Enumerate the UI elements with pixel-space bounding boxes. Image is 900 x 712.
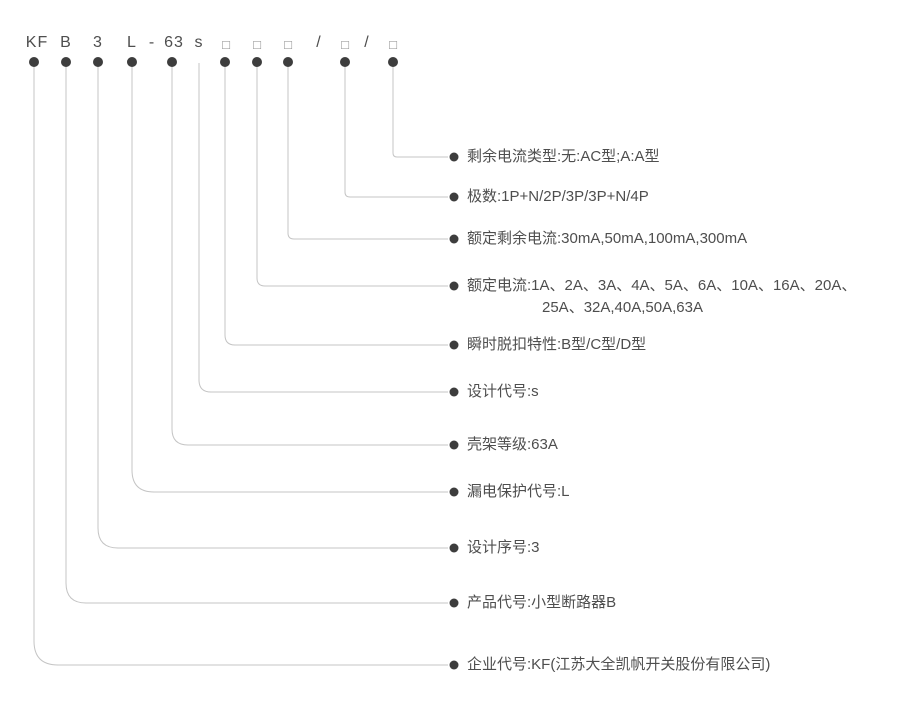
label-enterprise-code: 企业代号:KF(江苏大全凯帆开关股份有限公司) — [467, 656, 771, 673]
segment-box-poles: □ — [341, 37, 349, 52]
connector-trip-characteristic — [224, 62, 448, 346]
label-bullet-design-serial — [449, 543, 459, 553]
label-product-code: 产品代号:小型断路器B — [467, 594, 617, 611]
segment-box-rated-current: □ — [253, 37, 261, 52]
segment-dot-box-residual-type — [388, 57, 398, 67]
label-rated-current-line2: 25A、32A,40A,50A,63A — [542, 299, 703, 316]
segment-box-rated-residual: □ — [284, 37, 292, 52]
label-poles: 极数:1P+N/2P/3P/3P+N/4P — [467, 188, 649, 205]
segment-design-serial: 3 — [93, 34, 103, 51]
segment-dot-3 — [93, 57, 103, 67]
connector-residual-current-type — [392, 62, 448, 158]
label-rated-current: 额定电流:1A、2A、3A、4A、5A、6A、10A、16A、20A、 25A、… — [467, 275, 856, 319]
segment-slash-1: / — [316, 34, 322, 51]
segment-dot-box-rated-residual — [283, 57, 293, 67]
label-design-serial: 设计序号:3 — [467, 539, 540, 556]
segment-dot-box-rated-current — [252, 57, 262, 67]
segment-dot-box-poles — [340, 57, 350, 67]
segment-design-code: s — [194, 34, 204, 51]
connector-poles — [344, 62, 448, 198]
label-bullet-design-code — [449, 387, 459, 397]
segment-leakage-protection-code: L — [127, 34, 137, 51]
label-bullet-rated-residual-current — [449, 234, 459, 244]
label-residual-current-type: 剩余电流类型:无:AC型;A:A型 — [467, 148, 660, 165]
segment-slash-2: / — [364, 34, 370, 51]
segment-dot-63 — [167, 57, 177, 67]
segment-frame-rating: 63 — [164, 34, 184, 51]
label-bullet-product-code — [449, 598, 459, 608]
segment-enterprise-code: KF — [25, 34, 49, 51]
connector-design-code — [198, 63, 448, 393]
label-bullet-enterprise-code — [449, 660, 459, 670]
label-bullet-residual-current-type — [449, 152, 459, 162]
connector-product-code — [65, 62, 448, 604]
connector-enterprise-code — [33, 62, 448, 666]
connector-rated-residual-current — [287, 62, 448, 240]
segment-box-residual-type: □ — [389, 37, 397, 52]
segment-dot-b — [61, 57, 71, 67]
segment-dot-box-trip — [220, 57, 230, 67]
segment-product-code: B — [60, 34, 72, 51]
segment-dot-kf — [29, 57, 39, 67]
label-bullet-frame-rating — [449, 440, 459, 450]
label-rated-residual-current: 额定剩余电流:30mA,50mA,100mA,300mA — [467, 230, 748, 247]
label-frame-rating: 壳架等级:63A — [467, 436, 558, 453]
connector-frame-rating — [171, 62, 448, 446]
label-bullet-rated-current — [449, 281, 459, 291]
label-bullet-leakage-protection-code — [449, 487, 459, 497]
connector-leakage-protection-code — [131, 62, 448, 493]
segment-dash: - — [148, 34, 156, 51]
label-trip-characteristic: 瞬时脱扣特性:B型/C型/D型 — [467, 336, 647, 353]
label-leakage-protection-code: 漏电保护代号:L — [467, 483, 570, 500]
label-rated-current-line1: 额定电流:1A、2A、3A、4A、5A、6A、10A、16A、20A、 — [467, 277, 857, 294]
segment-dot-l — [127, 57, 137, 67]
label-bullet-poles — [449, 192, 459, 202]
connector-rated-current — [256, 62, 448, 287]
segment-box-trip-characteristic: □ — [222, 37, 230, 52]
label-bullet-trip-characteristic — [449, 340, 459, 350]
label-design-code: 设计代号:s — [467, 383, 539, 400]
connector-design-serial — [97, 62, 448, 549]
